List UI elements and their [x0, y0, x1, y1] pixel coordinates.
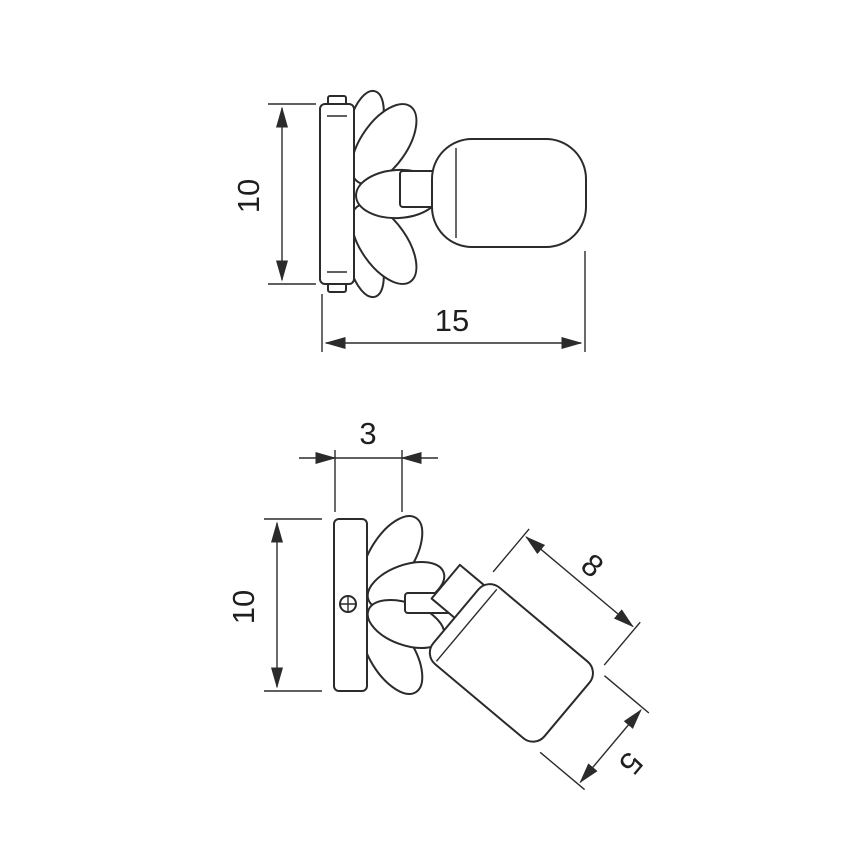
- dimension-line: [525, 536, 634, 628]
- dimension-label-head-length: 8: [574, 547, 610, 585]
- screw-icon: [339, 595, 357, 613]
- extension-lines: [268, 103, 316, 285]
- lamp-head-body: [431, 138, 587, 248]
- extension-lines: [264, 518, 322, 692]
- petal-shape: [350, 103, 418, 185]
- dimension-label-front-height: 10: [231, 179, 266, 213]
- side-view: 3 8 5: [226, 416, 650, 791]
- dimension-side-depth: 3: [299, 416, 438, 512]
- extension-lines: [539, 675, 650, 791]
- extension-lines: [321, 251, 586, 352]
- front-view: 10 15: [231, 89, 587, 352]
- dimension-label-side-height: 10: [226, 590, 261, 624]
- lamp-head-seam-side: [435, 588, 498, 662]
- dimension-front-height: 10: [231, 103, 316, 285]
- dimension-label-side-depth: 3: [359, 416, 376, 451]
- extension-lines: [334, 450, 403, 512]
- petal-shape: [350, 203, 418, 285]
- wall-plate: [319, 95, 355, 293]
- dimension-label-front-width: 15: [435, 303, 469, 338]
- lamp-head: [431, 138, 587, 248]
- petal-decoration: [347, 89, 441, 299]
- dimension-side-height: 10: [226, 518, 322, 692]
- extension-lines: [492, 528, 641, 666]
- dimension-line: [579, 708, 642, 784]
- wall-plate-side: [333, 518, 368, 692]
- dimension-front-width: 15: [321, 251, 586, 352]
- lamp-head-tilted: 8 5: [428, 528, 650, 791]
- screw-cross-slot: [340, 596, 356, 612]
- plate-body: [319, 103, 355, 285]
- dimension-label-head-diameter: 5: [612, 745, 650, 781]
